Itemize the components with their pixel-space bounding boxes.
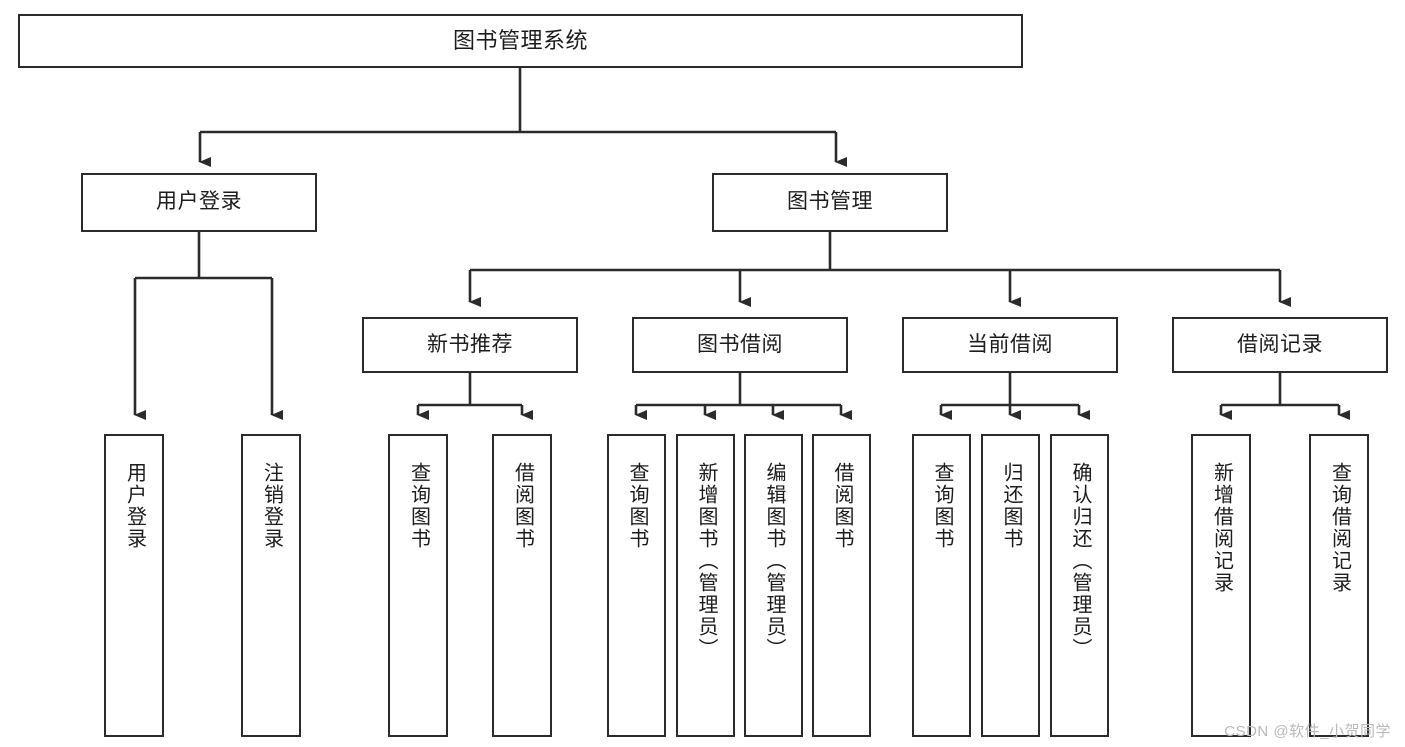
node-leaf-borrow-book-2-label: 借阅图书 (831, 462, 853, 550)
node-leaf-add-book-label: 新增图书（管理员） (695, 462, 717, 660)
watermark: CSDN @软件_小贺同学 (1224, 723, 1391, 740)
node-borrow-record-label: 借阅记录 (1237, 332, 1323, 356)
node-book-borrow[interactable]: 图书借阅 (632, 317, 848, 373)
node-leaf-query-book-2[interactable]: 查询图书 (607, 434, 666, 737)
node-leaf-borrow-book-2[interactable]: 借阅图书 (812, 434, 871, 737)
node-leaf-query-book-1[interactable]: 查询图书 (388, 434, 448, 737)
node-leaf-query-book-2-label: 查询图书 (626, 462, 648, 550)
node-leaf-query-record-label: 查询借阅记录 (1328, 462, 1351, 594)
node-leaf-query-record[interactable]: 查询借阅记录 (1309, 434, 1369, 737)
node-borrow-record[interactable]: 借阅记录 (1172, 317, 1388, 373)
node-leaf-query-book-1-label: 查询图书 (407, 462, 430, 550)
node-leaf-edit-book[interactable]: 编辑图书（管理员） (744, 434, 803, 737)
node-leaf-borrow-book-1-label: 借阅图书 (511, 462, 534, 550)
node-leaf-confirm-return-label: 确认归还（管理员） (1069, 462, 1091, 660)
node-leaf-confirm-return[interactable]: 确认归还（管理员） (1050, 434, 1109, 737)
node-leaf-logout[interactable]: 注销登录 (241, 434, 301, 737)
node-leaf-add-record[interactable]: 新增借阅记录 (1191, 434, 1251, 737)
node-root[interactable]: 图书管理系统 (18, 14, 1023, 68)
node-book-borrow-label: 图书借阅 (697, 332, 783, 356)
node-leaf-query-book-3-label: 查询图书 (931, 462, 953, 550)
node-leaf-add-record-label: 新增借阅记录 (1210, 462, 1233, 594)
node-leaf-edit-book-label: 编辑图书（管理员） (763, 462, 785, 660)
node-leaf-user-login[interactable]: 用户登录 (104, 434, 164, 737)
node-leaf-add-book[interactable]: 新增图书（管理员） (676, 434, 735, 737)
node-book-manage-label: 图书管理 (787, 190, 873, 214)
node-new-book-recommend[interactable]: 新书推荐 (362, 317, 578, 373)
node-current-borrow[interactable]: 当前借阅 (902, 317, 1118, 373)
node-book-manage[interactable]: 图书管理 (712, 173, 948, 232)
node-leaf-return-book-label: 归还图书 (1000, 462, 1022, 550)
node-user-login[interactable]: 用户登录 (81, 173, 317, 232)
node-leaf-query-book-3[interactable]: 查询图书 (912, 434, 971, 737)
node-current-borrow-label: 当前借阅 (967, 332, 1053, 356)
node-leaf-user-login-label: 用户登录 (123, 462, 146, 550)
node-leaf-logout-label: 注销登录 (260, 462, 283, 550)
node-user-login-label: 用户登录 (156, 190, 242, 214)
node-leaf-borrow-book-1[interactable]: 借阅图书 (492, 434, 552, 737)
node-leaf-return-book[interactable]: 归还图书 (981, 434, 1040, 737)
node-new-book-recommend-label: 新书推荐 (427, 332, 513, 356)
node-root-label: 图书管理系统 (452, 28, 588, 54)
